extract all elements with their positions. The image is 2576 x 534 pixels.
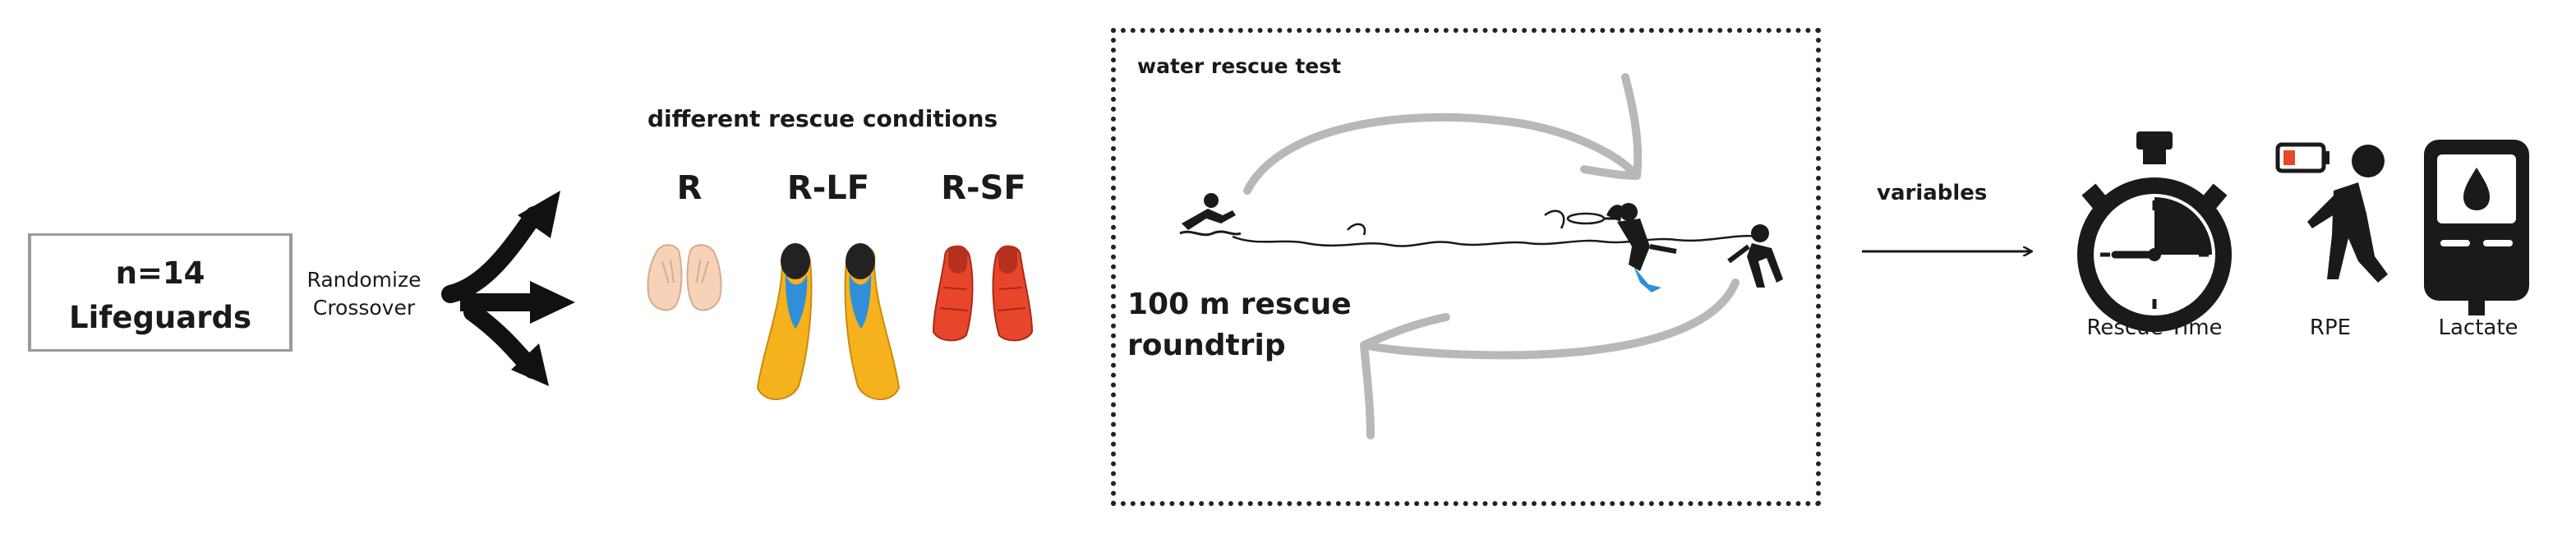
lifeguard-towing-victim-icon [1566, 203, 1677, 292]
lactate-meter-icon [2424, 140, 2529, 315]
outbound-arrow-icon [1243, 73, 1643, 195]
participants-label: n=14 Lifeguards [31, 251, 289, 340]
variable-label-rescue-time: Rescue Time [2086, 315, 2223, 340]
fatigued-person-icon [2275, 142, 2388, 283]
participants-box: n=14 Lifeguards [28, 233, 293, 352]
stopwatch-icon [2077, 131, 2232, 332]
conditions-title: different rescue conditions [647, 105, 998, 132]
bare-hands-icon [647, 244, 722, 311]
long-fins-icon [756, 243, 901, 400]
participants-count: n=14 [115, 255, 205, 291]
condition-code-r-lf: R-LF [786, 169, 870, 207]
variable-label-lactate: Lactate [2438, 315, 2518, 340]
condition-code-r-sf: R-SF [941, 169, 1026, 207]
variables-label: variables [1877, 181, 1988, 205]
return-arrow-icon [1360, 279, 1740, 440]
design-line-1: Randomize [306, 268, 422, 292]
variable-label-rpe: RPE [2309, 315, 2352, 340]
participants-group: Lifeguards [69, 300, 251, 335]
swimmer-icon [1179, 193, 1242, 237]
distance-line-2: roundtrip [1127, 329, 1286, 362]
design-line-2: Crossover [312, 296, 416, 320]
condition-code-r: R [676, 169, 703, 207]
swim-path-line [1232, 209, 1759, 247]
distance-label: 100 m rescue roundtrip [1127, 284, 1352, 366]
design-label: Randomize Crossover [294, 266, 434, 322]
water-rescue-test-frame [1111, 28, 1821, 506]
distance-line-1: 100 m rescue [1127, 288, 1352, 321]
victim-icon [1727, 224, 1783, 288]
short-fins-icon [932, 245, 1034, 342]
split-arrow-icon [441, 191, 575, 386]
test-title: water rescue test [1137, 54, 1342, 78]
